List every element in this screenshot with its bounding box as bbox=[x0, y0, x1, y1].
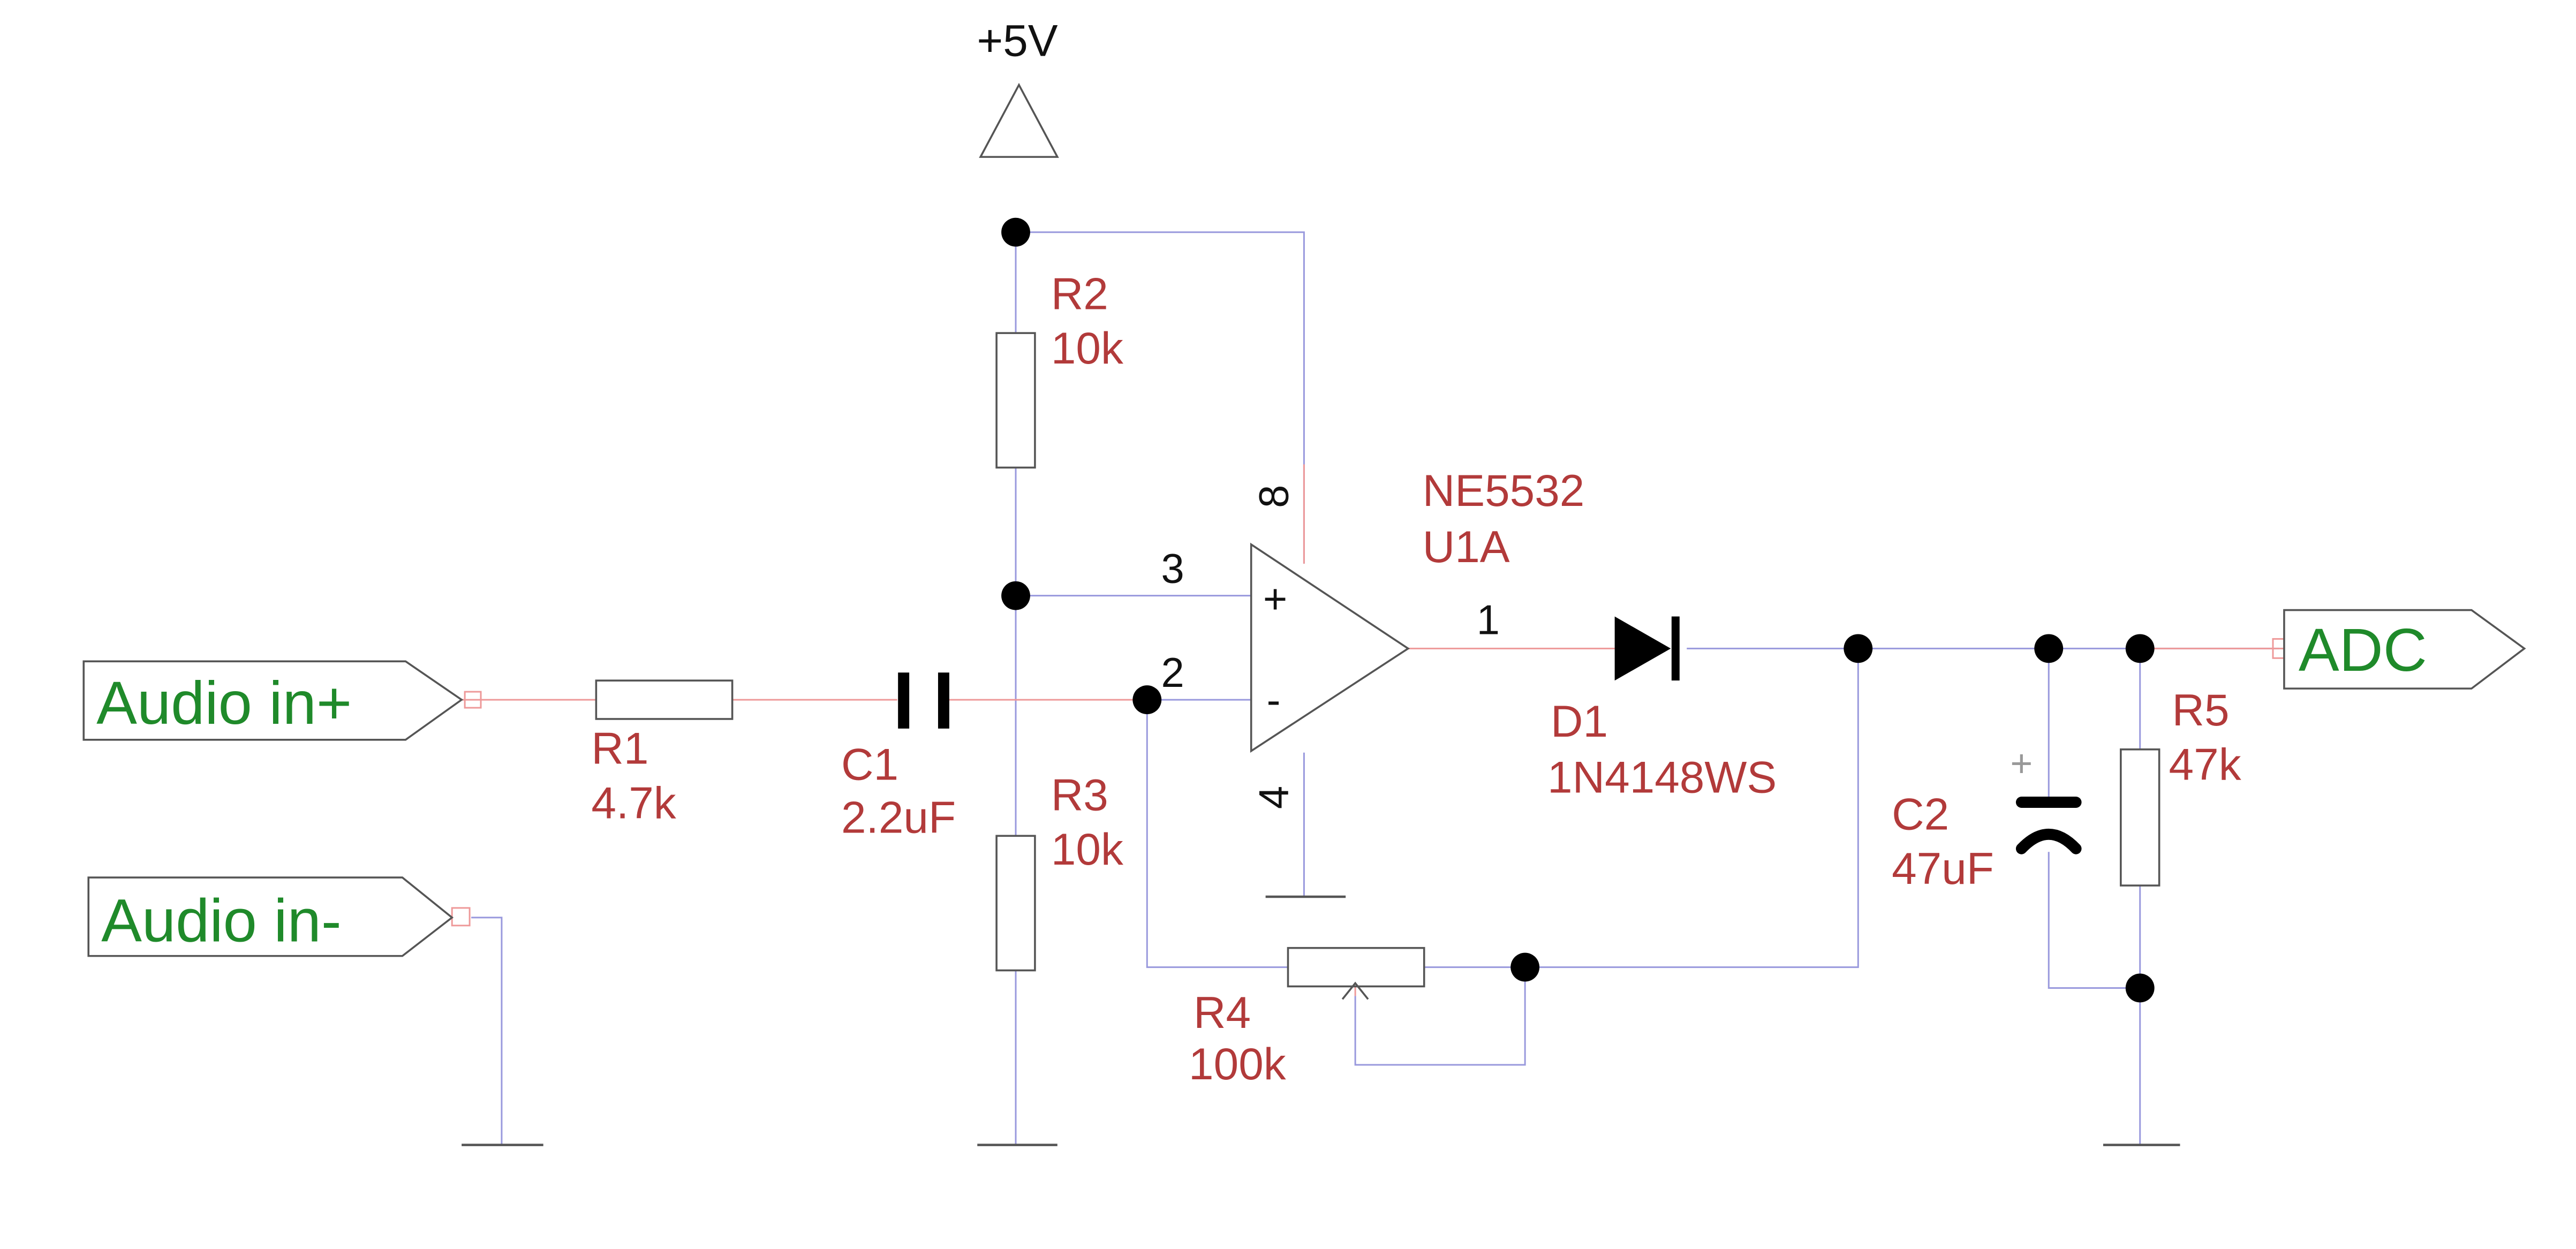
resistor-r1 bbox=[595, 679, 734, 720]
wire-audio-minus bbox=[471, 917, 503, 1145]
wires bbox=[471, 231, 2279, 1145]
pin-numbers: 3 2 1 8 4 bbox=[1161, 485, 1500, 809]
r3-ref: R3 bbox=[1051, 769, 1108, 820]
c1-ref: C1 bbox=[841, 739, 898, 790]
wire-feedback-left bbox=[1146, 700, 1288, 968]
r5-value: 47k bbox=[2169, 739, 2241, 790]
r5-ref: R5 bbox=[2172, 685, 2230, 735]
resistor-r5 bbox=[2120, 748, 2160, 887]
r2-ref: R2 bbox=[1051, 268, 1108, 319]
wire-feedback-right bbox=[1424, 648, 1859, 968]
junction-r5-top bbox=[2125, 634, 2155, 663]
pin-number-8: 8 bbox=[1251, 485, 1297, 508]
resistor-r2 bbox=[995, 332, 1036, 469]
d1-ref: D1 bbox=[1551, 696, 1608, 746]
resistors bbox=[595, 332, 2160, 988]
resistor-r4 bbox=[1287, 947, 1425, 988]
ground-symbols bbox=[462, 895, 2180, 1146]
r4-value: 100k bbox=[1189, 1039, 1286, 1089]
r4-ref: R4 bbox=[1193, 987, 1251, 1038]
wire-c2-vertical bbox=[2048, 648, 2140, 989]
capacitor-c1 bbox=[898, 672, 949, 729]
port-adc-label: ADC bbox=[2299, 616, 2427, 684]
junctions bbox=[1001, 217, 2155, 1003]
port-audio-in-plus: Audio in+ bbox=[82, 660, 464, 741]
r3-value: 10k bbox=[1051, 824, 1123, 874]
port-audio-in-minus-label: Audio in- bbox=[101, 887, 342, 955]
wire-pot-wiper bbox=[1354, 967, 1526, 1066]
pin-number-2: 2 bbox=[1161, 650, 1184, 696]
pin-number-4: 4 bbox=[1251, 786, 1297, 809]
power-label: +5V bbox=[977, 16, 1057, 66]
resistor-r3 bbox=[995, 835, 1036, 972]
pin-marker-audio-minus bbox=[451, 907, 471, 927]
c2-polarity-mark: + bbox=[2010, 743, 2033, 785]
junction-c2-top bbox=[2034, 634, 2064, 663]
u1-value: NE5532 bbox=[1423, 465, 1585, 516]
pin-number-3: 3 bbox=[1161, 546, 1184, 592]
port-adc: ADC bbox=[2283, 609, 2526, 690]
r1-ref: R1 bbox=[591, 723, 648, 774]
c2-value: 47uF bbox=[1892, 843, 1994, 894]
junction-vcc bbox=[1001, 217, 1030, 247]
u1-ref: U1A bbox=[1423, 521, 1510, 572]
component-labels: R1 4.7k C1 2.2uF R2 10k R3 10k R4 100k N… bbox=[591, 268, 2241, 1089]
c1-value: 2.2uF bbox=[841, 792, 956, 842]
wire-vcc-top bbox=[1016, 231, 1305, 564]
c2-ref: C2 bbox=[1892, 789, 1949, 839]
junction-inv bbox=[1132, 685, 1162, 714]
junction-noninv bbox=[1001, 581, 1030, 610]
pin-marker-audio-plus bbox=[464, 691, 482, 709]
port-audio-in-plus-label: Audio in+ bbox=[96, 669, 352, 737]
port-audio-in-minus: Audio in- bbox=[87, 876, 454, 957]
r1-value: 4.7k bbox=[591, 777, 676, 828]
power-symbol-5v: +5V bbox=[977, 16, 1059, 158]
junction-diode-out bbox=[1844, 634, 1873, 663]
opamp-body bbox=[1250, 542, 1410, 753]
opamp-u1a: + - bbox=[1250, 542, 1410, 753]
opamp-minus-sign: - bbox=[1267, 677, 1281, 723]
diode-body bbox=[1614, 616, 1671, 681]
pot-wiper-arrow bbox=[1341, 981, 1369, 1000]
junction-pot bbox=[1510, 952, 1540, 982]
opamp-plus-sign: + bbox=[1263, 577, 1287, 623]
pin-number-1: 1 bbox=[1477, 597, 1500, 643]
junction-r5-bottom bbox=[2125, 973, 2155, 1003]
r2-value: 10k bbox=[1051, 323, 1123, 373]
d1-value: 1N4148WS bbox=[1547, 752, 1777, 803]
power-triangle bbox=[979, 82, 1059, 158]
diode-d1 bbox=[1614, 616, 1680, 681]
pin-wires bbox=[451, 464, 2293, 996]
capacitor-c2 bbox=[2015, 797, 2082, 854]
